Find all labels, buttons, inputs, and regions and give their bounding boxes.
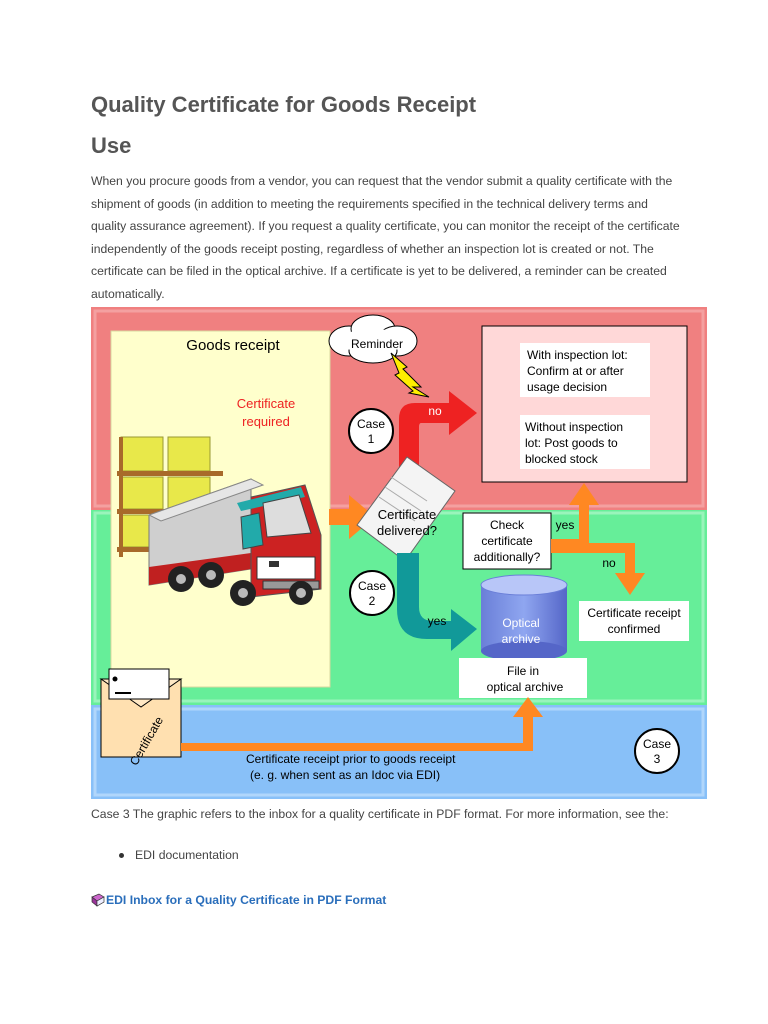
- reminder-cloud: Reminder: [328, 314, 418, 364]
- file-in-line2: optical archive: [487, 680, 564, 694]
- case2-number: 2: [369, 594, 376, 608]
- prior-line1: Certificate receipt prior to goods recei…: [246, 752, 456, 766]
- lightning-icon: [390, 352, 430, 398]
- document-icon: [356, 456, 456, 562]
- case1-number: 1: [368, 432, 375, 446]
- check-line3: additionally?: [474, 550, 541, 564]
- certificate-required-line2: required: [242, 414, 290, 429]
- case1-circle: [348, 408, 394, 454]
- arrow-check-no: [551, 543, 645, 595]
- certificate-delivered-line2: delivered?: [377, 523, 437, 538]
- no-label: no: [428, 404, 442, 418]
- book-icon: [91, 893, 105, 907]
- optical-archive-line1: Optical: [502, 616, 539, 630]
- arrow-truck-to-cert: [329, 495, 375, 539]
- check-certificate-box: [462, 512, 552, 570]
- process-diagram: Goods receipt Certificate required: [91, 307, 707, 799]
- intro-paragraph: When you procure goods from a vendor, yo…: [91, 174, 680, 301]
- prior-line2: (e. g. when sent as an Idoc via EDI): [250, 768, 440, 782]
- with-lot-line3: usage decision: [527, 380, 607, 394]
- section-title-use: Use: [91, 133, 132, 158]
- bullet-icon: [119, 853, 124, 858]
- no-label-2: no: [602, 556, 616, 570]
- case2-circle: [349, 570, 395, 616]
- with-lot-line2: Confirm at or after: [527, 364, 624, 378]
- list-item: EDI documentation: [91, 848, 239, 862]
- goods-receipt-title: Goods receipt: [186, 337, 280, 354]
- reminder-label: Reminder: [351, 337, 403, 351]
- yes-label: yes: [428, 614, 447, 628]
- confirmed-line1: Certificate receipt: [587, 606, 681, 620]
- case3-label: Case: [643, 737, 671, 751]
- arrow-no: [399, 391, 477, 475]
- arrow-check-yes: [551, 483, 599, 549]
- file-in-box: [459, 658, 587, 698]
- optical-archive-line2: archive: [502, 632, 541, 646]
- list-item-label: EDI documentation: [135, 848, 239, 862]
- without-lot-line3: blocked stock: [525, 452, 599, 466]
- page-title: Quality Certificate for Goods Receipt: [91, 92, 477, 117]
- yes-label-2: yes: [556, 518, 575, 532]
- figure-caption: Case 3 The graphic refers to the inbox f…: [91, 807, 669, 821]
- bottom-band: [91, 705, 707, 799]
- cylinder-icon: [480, 574, 568, 661]
- confirmed-line2: confirmed: [608, 622, 661, 636]
- without-lot-line2: lot: Post goods to: [525, 436, 618, 450]
- with-lot-line1: With inspection lot:: [527, 348, 628, 362]
- edi-inbox-link-label: EDI Inbox for a Quality Certificate in P…: [106, 893, 387, 907]
- with-lot-box: [520, 343, 650, 397]
- certificate-delivered-line1: Certificate: [378, 507, 437, 522]
- certificate-required-line1: Certificate: [237, 396, 296, 411]
- file-in-line1: File in: [507, 664, 539, 678]
- envelope-icon: Certificate: [99, 668, 183, 768]
- without-lot-line1: Without inspection: [525, 420, 623, 434]
- reference-list: EDI documentation: [91, 848, 239, 862]
- arrow-prior-receipt: [181, 697, 543, 751]
- without-lot-box: [520, 415, 650, 469]
- case3-circle: [634, 728, 680, 774]
- case1-label: Case: [357, 417, 385, 431]
- check-line1: Check: [490, 518, 525, 532]
- confirmed-box: [579, 601, 689, 641]
- case3-number: 3: [654, 752, 661, 766]
- case2-label: Case: [358, 579, 386, 593]
- arrow-yes: [397, 553, 477, 651]
- edi-inbox-link[interactable]: EDI Inbox for a Quality Certificate in P…: [91, 893, 386, 907]
- truck-icon: [147, 478, 322, 606]
- check-line2: certificate: [481, 534, 533, 548]
